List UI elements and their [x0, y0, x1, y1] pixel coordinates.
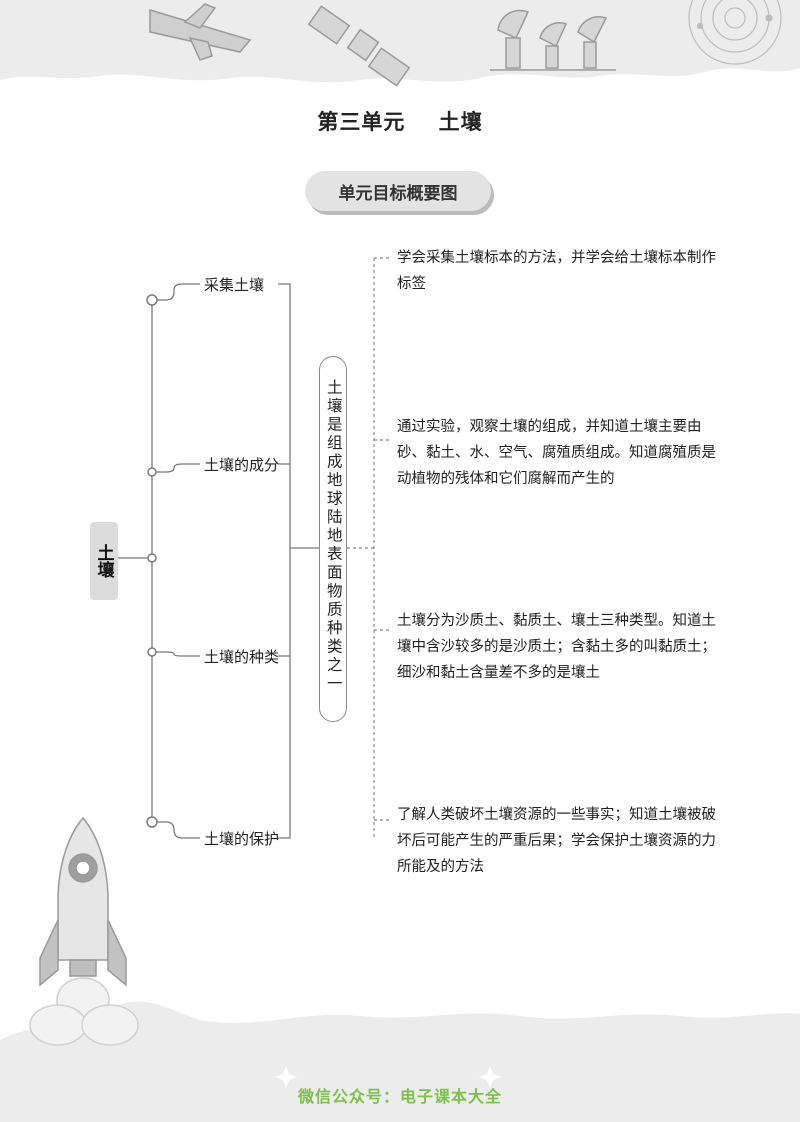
spine-nodes [146, 294, 158, 828]
mindmap-connectors [118, 283, 319, 839]
section-heading-badge: 单元目标概要图 [305, 171, 491, 211]
description-soil-types: 土壤分为沙质土、黏质土、壤土三种类型。知道土壤中含沙较多的是沙质土；含黏土多的叫… [397, 613, 716, 681]
page-title: 第三单元 土壤 [317, 109, 483, 134]
sparkle-icon [275, 1066, 501, 1088]
mindmap-central-node: 土壤是组成地球陆地表面物质种类之一 [319, 356, 347, 722]
mindmap-root-label: 土壤 [93, 544, 114, 578]
branch-label-collect-soil: 采集土壤 [204, 276, 265, 294]
mindmap-root-node: 土壤 [90, 522, 118, 600]
dashed-connectors [347, 257, 392, 838]
branch-label-soil-composition: 土壤的成分 [204, 456, 280, 474]
section-heading-label: 单元目标概要图 [338, 183, 458, 204]
branch-label-soil-types: 土壤的种类 [204, 648, 280, 666]
bottom-cloud-band [0, 1001, 800, 1122]
mindmap-central-label: 土壤是组成地球陆地表面物质种类之一 [324, 379, 343, 694]
description-collect-soil: 学会采集土壤标本的方法，并学会给土壤标本制作标签 [397, 250, 716, 292]
orbit-icon [688, 0, 782, 65]
footer-watermark: 微信公众号：电子课本大全 [297, 1087, 502, 1106]
rocket-icon [29, 816, 139, 1046]
space-shuttle-icon [149, 3, 252, 61]
satellite-icon [307, 5, 411, 87]
description-soil-protection: 了解人类破坏土壤资源的一些事实；知道土壤被破坏后可能产生的严重后果；学会保护土壤… [397, 807, 716, 875]
branch-label-soil-protection: 土壤的保护 [204, 830, 280, 848]
description-soil-composition: 通过实验，观察土壤的组成，并知道土壤主要由砂、黏土、水、空气、腐殖质组成。知道腐… [397, 419, 716, 487]
radar-dish-icon [490, 9, 616, 71]
